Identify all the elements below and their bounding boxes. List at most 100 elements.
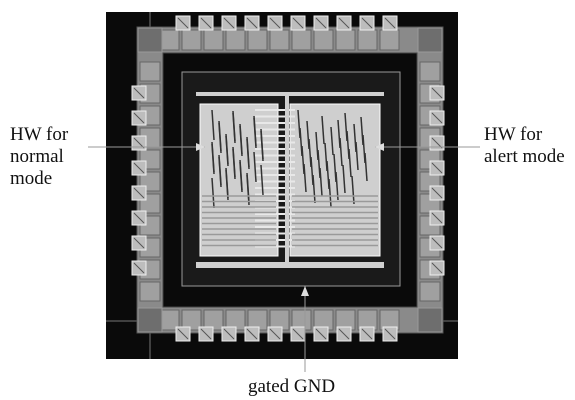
bond-pad-left-hatch bbox=[133, 237, 145, 249]
ring-corner-block bbox=[417, 307, 443, 333]
bond-pad-left-hatch bbox=[133, 162, 145, 174]
bond-pad-left-hatch bbox=[133, 87, 145, 99]
bond-pad-bottom-hatch bbox=[223, 328, 235, 340]
logic-cell-strip bbox=[355, 141, 359, 171]
label-hw-normal-line3: mode bbox=[10, 168, 53, 189]
logic-cell-strip bbox=[253, 151, 257, 183]
ring-cell-top bbox=[335, 29, 356, 51]
bond-pad-right-hatch bbox=[431, 87, 443, 99]
logic-cell-strip bbox=[260, 164, 264, 196]
label-hw-alert-line2: alert mode bbox=[484, 146, 565, 167]
logic-cell-strip bbox=[211, 109, 215, 141]
bond-pad-top-hatch bbox=[269, 17, 281, 29]
bond-pad-left-hatch bbox=[133, 262, 145, 274]
logic-cell-strip bbox=[312, 174, 316, 204]
ring-cell-right bbox=[419, 281, 441, 302]
bond-pad-top-hatch bbox=[338, 17, 350, 29]
gated-gnd-rail bbox=[285, 96, 289, 262]
label-hw-alert-mode: HW for alert mode bbox=[484, 124, 565, 168]
bond-pad-bottom-hatch bbox=[200, 328, 212, 340]
logic-cell-strip bbox=[225, 133, 229, 165]
ring-corner-block bbox=[137, 27, 163, 53]
logic-cell-strip bbox=[211, 177, 215, 209]
ring-cell-bottom bbox=[181, 309, 202, 331]
logic-cell-strip bbox=[218, 120, 222, 152]
logic-cell-strip bbox=[321, 115, 325, 145]
bond-pad-bottom-hatch bbox=[361, 328, 373, 340]
ring-cell-top bbox=[203, 29, 224, 51]
ring-cell-top bbox=[181, 29, 202, 51]
logic-cell-strip bbox=[232, 110, 236, 142]
pad-ring-inner-outline bbox=[162, 52, 418, 308]
bond-pad-bottom-hatch bbox=[269, 328, 281, 340]
bond-pad-bottom-hatch bbox=[177, 328, 189, 340]
bond-pad-bottom-hatch bbox=[292, 328, 304, 340]
bond-pad-left-hatch bbox=[133, 187, 145, 199]
label-hw-normal-line2: normal bbox=[10, 146, 64, 167]
logic-cell-strip bbox=[328, 178, 332, 208]
logic-cell-strip bbox=[239, 159, 243, 191]
ring-cell-right bbox=[419, 61, 441, 82]
bond-pad-right-hatch bbox=[431, 187, 443, 199]
label-hw-alert-line1: HW for bbox=[484, 124, 543, 145]
bond-pad-bottom-hatch bbox=[246, 328, 258, 340]
logic-cell-strip bbox=[351, 175, 355, 205]
bond-pad-top-hatch bbox=[246, 17, 258, 29]
logic-cell-strip bbox=[246, 172, 250, 204]
logic-cell-strip bbox=[232, 146, 236, 178]
logic-cell-strip bbox=[339, 137, 343, 167]
label-hw-normal-mode: HW for normal mode bbox=[10, 124, 68, 190]
bond-pad-top-hatch bbox=[177, 17, 189, 29]
ring-cell-left bbox=[139, 61, 161, 82]
logic-cell-strip bbox=[348, 148, 352, 178]
ring-cell-top bbox=[379, 29, 400, 51]
bond-pad-bottom-hatch bbox=[384, 328, 396, 340]
ring-cell-top bbox=[247, 29, 268, 51]
pointer-arrow-alert bbox=[375, 143, 384, 151]
bond-pad-left-hatch bbox=[133, 212, 145, 224]
bond-pad-right-hatch bbox=[431, 112, 443, 124]
power-rail-bottom bbox=[196, 262, 384, 268]
logic-cell-strip bbox=[260, 128, 264, 160]
ring-cell-top bbox=[357, 29, 378, 51]
logic-cell-strip bbox=[246, 136, 250, 168]
bond-pad-top-hatch bbox=[315, 17, 327, 29]
bond-pad-top-hatch bbox=[384, 17, 396, 29]
bond-pad-right-hatch bbox=[431, 137, 443, 149]
pointer-arrow-gated-gnd bbox=[301, 286, 309, 296]
label-gated-gnd: gated GND bbox=[248, 376, 336, 397]
bond-pad-right-hatch bbox=[431, 212, 443, 224]
logic-cell-strip bbox=[239, 123, 243, 155]
ring-cell-top bbox=[225, 29, 246, 51]
ring-corner-block bbox=[137, 307, 163, 333]
logic-cell-strip bbox=[253, 115, 257, 147]
bond-pad-bottom-hatch bbox=[338, 328, 350, 340]
logic-cell-strip bbox=[211, 141, 215, 173]
ring-cell-left bbox=[139, 281, 161, 302]
logic-cell-strip bbox=[218, 154, 222, 186]
bond-pad-right-hatch bbox=[431, 237, 443, 249]
logic-cell-strip bbox=[330, 126, 334, 156]
logic-cell-strip bbox=[342, 164, 346, 194]
label-hw-normal-line1: HW for bbox=[10, 124, 69, 145]
pointer-arrow-normal bbox=[196, 143, 205, 151]
power-rail-top bbox=[196, 92, 384, 96]
logic-cell-strip bbox=[319, 167, 323, 197]
bond-pad-left-hatch bbox=[133, 112, 145, 124]
bond-pad-bottom-hatch bbox=[315, 328, 327, 340]
logic-cell-strip bbox=[225, 167, 229, 199]
ring-corner-block bbox=[417, 27, 443, 53]
bond-pad-left-hatch bbox=[133, 137, 145, 149]
ring-cell-top bbox=[313, 29, 334, 51]
bond-pad-top-hatch bbox=[361, 17, 373, 29]
pad-ring-outline bbox=[136, 26, 444, 334]
bond-pad-right-hatch bbox=[431, 162, 443, 174]
bond-pad-right-hatch bbox=[431, 262, 443, 274]
bond-pad-top-hatch bbox=[223, 17, 235, 29]
ring-cell-top bbox=[269, 29, 290, 51]
ring-cell-top bbox=[291, 29, 312, 51]
bond-pad-top-hatch bbox=[292, 17, 304, 29]
logic-cell-strip bbox=[364, 152, 368, 182]
